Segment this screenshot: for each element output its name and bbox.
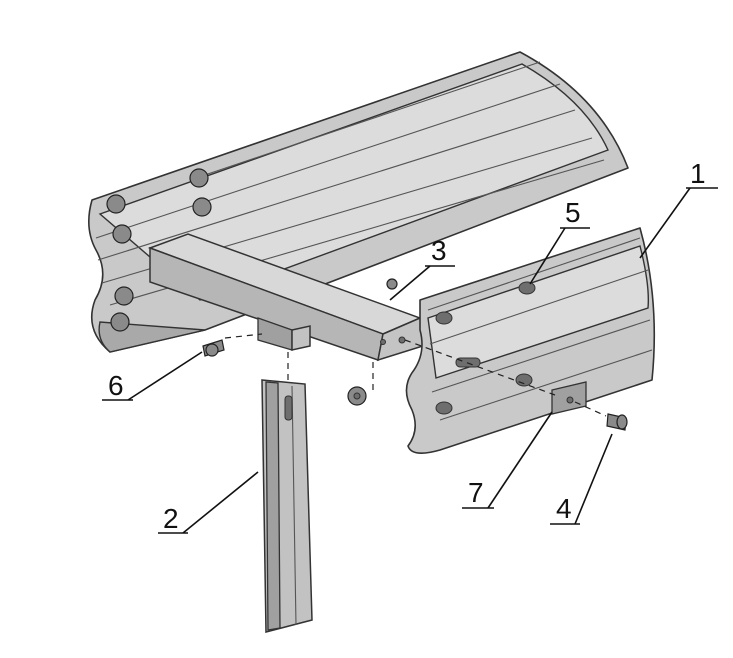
spacer-beam (147, 233, 427, 362)
svg-text:2: 2 (163, 503, 179, 534)
nut-on-beam (386, 278, 398, 290)
bolt-4 (606, 413, 628, 431)
callout-5: 5 (529, 197, 590, 285)
svg-text:7: 7 (468, 477, 484, 508)
mounting-bracket (257, 317, 311, 351)
callout-6: 6 (102, 351, 203, 401)
callout-7: 7 (462, 411, 553, 509)
callout-1: 1 (639, 158, 718, 259)
front-guardrail-beam (405, 227, 656, 454)
bolt-6 (202, 339, 225, 357)
nut-under-beam (347, 386, 367, 406)
assembly-lines (224, 333, 607, 417)
guardrail-post (261, 379, 313, 633)
callout-3: 3 (389, 235, 455, 301)
callout-2: 2 (158, 471, 259, 534)
callout-4: 4 (550, 433, 613, 525)
svg-text:4: 4 (556, 493, 572, 524)
svg-text:3: 3 (431, 235, 447, 266)
svg-text:1: 1 (690, 158, 706, 189)
back-rail-bolts (106, 168, 212, 332)
svg-text:6: 6 (108, 370, 124, 401)
svg-text:5: 5 (565, 197, 581, 228)
